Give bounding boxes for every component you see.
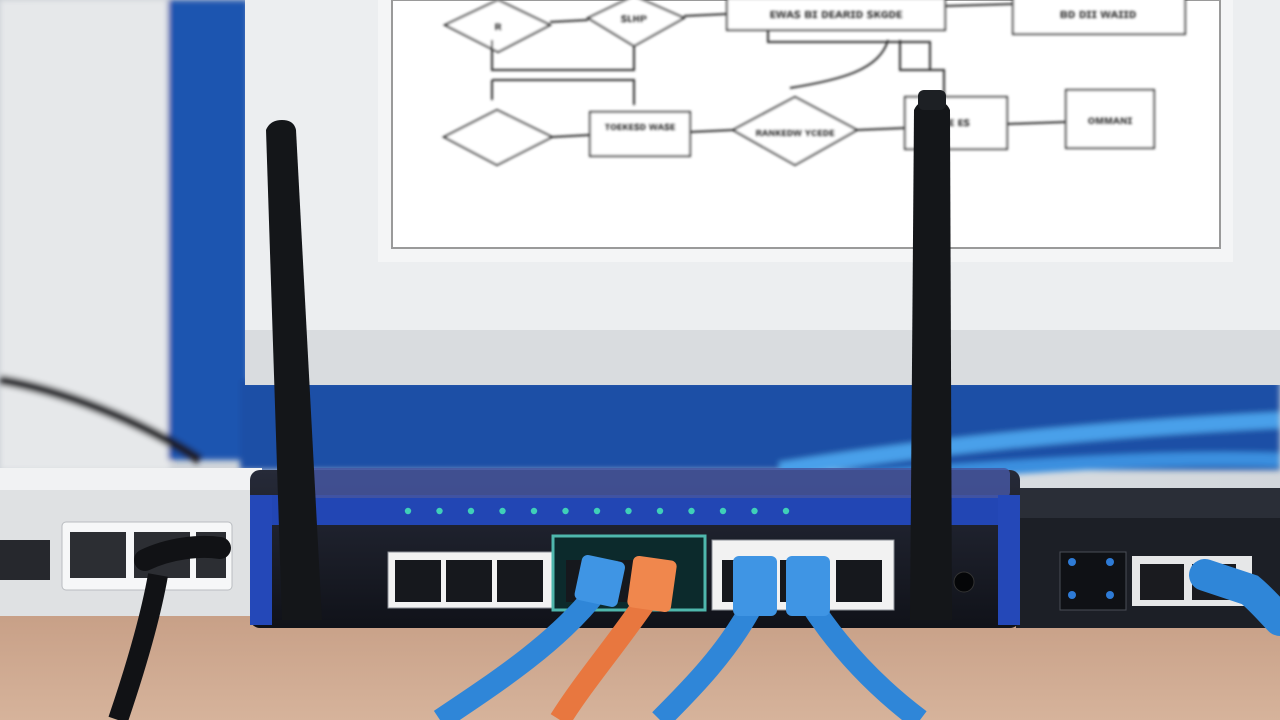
ethernet-cables xyxy=(433,555,927,720)
flowchart-connectors xyxy=(491,3,1067,138)
blue-panel xyxy=(168,0,248,460)
flowchart-label: ʙᴅ ᴅɪɪ ᴡᴀɪɪᴅ xyxy=(1060,6,1137,21)
background-black-cable xyxy=(0,375,203,465)
blue-cable-3 xyxy=(798,594,927,720)
status-led xyxy=(467,507,475,515)
flowchart-process-1 xyxy=(726,0,946,31)
status-led xyxy=(436,507,443,515)
blue-plug-1 xyxy=(574,555,625,607)
status-led xyxy=(404,507,412,515)
background-left-column xyxy=(0,0,170,470)
antenna-left xyxy=(266,120,322,620)
blue-cable-2 xyxy=(652,594,765,720)
blue-cable-1 xyxy=(433,583,607,720)
blue-plug-3 xyxy=(786,556,830,616)
blue-plug-2 xyxy=(733,556,777,616)
status-led xyxy=(562,507,569,515)
flowchart-label: ᴇᴡᴀꜱ ʙɪ ᴅᴇᴀʀɪᴅ ꜱᴋɢᴅᴇ xyxy=(770,6,903,21)
status-led xyxy=(688,507,695,515)
status-led xyxy=(751,507,758,515)
flowchart-label: ʀ xyxy=(494,19,501,33)
monitor-bezel-shadow xyxy=(245,330,1280,385)
status-led xyxy=(719,507,727,515)
flowchart-decision-2 xyxy=(585,0,687,48)
power-jack xyxy=(953,571,975,593)
ethernet-port xyxy=(497,560,543,602)
flowchart-process-5 xyxy=(1065,89,1155,149)
antennas xyxy=(266,90,952,620)
flowchart-label: ᴛᴏᴇᴋᴇꜱᴅ ᴡᴀꜱᴇ xyxy=(605,121,676,133)
status-led xyxy=(530,507,538,515)
orange-cable xyxy=(550,588,660,720)
status-led xyxy=(499,507,506,515)
right-device xyxy=(1016,488,1280,636)
router-side-left xyxy=(250,495,272,625)
router-side-right xyxy=(998,495,1020,625)
monitor xyxy=(245,0,1280,385)
ethernet-port xyxy=(446,560,492,602)
status-led xyxy=(782,507,790,515)
flowchart-label: ʀᴀɴᴋᴇᴅᴡ ʏᴄᴇᴅᴇ xyxy=(756,127,835,139)
flowchart-label: ᴏᴍᴍᴀɴɪ xyxy=(1088,113,1133,127)
router-top xyxy=(300,468,1010,498)
status-led xyxy=(656,507,664,515)
status-led xyxy=(625,507,632,515)
orange-plug xyxy=(627,555,677,613)
flowchart-process-2 xyxy=(1012,0,1186,35)
router-top-trim xyxy=(252,495,1018,525)
antenna-right xyxy=(910,100,952,620)
status-led xyxy=(593,507,601,515)
ethernet-port xyxy=(395,560,441,602)
background-blue-cable-1 xyxy=(778,412,1280,478)
flowchart xyxy=(441,0,1186,167)
status-led-row xyxy=(404,507,790,515)
flowchart-labels: ʀ ꜱʟʜᴩ ᴇᴡᴀꜱ ʙɪ ᴅᴇᴀʀɪᴅ ꜱᴋɢᴅᴇ ʙᴅ ᴅɪɪ ᴡᴀɪɪᴅ… xyxy=(494,6,1136,139)
ethernet-port xyxy=(836,560,882,602)
left-switch xyxy=(0,468,262,720)
flowchart-label: ꜱʟʜᴩ xyxy=(621,11,647,25)
flowchart-decision-1 xyxy=(442,0,553,54)
flowchart-process-3 xyxy=(589,111,691,157)
